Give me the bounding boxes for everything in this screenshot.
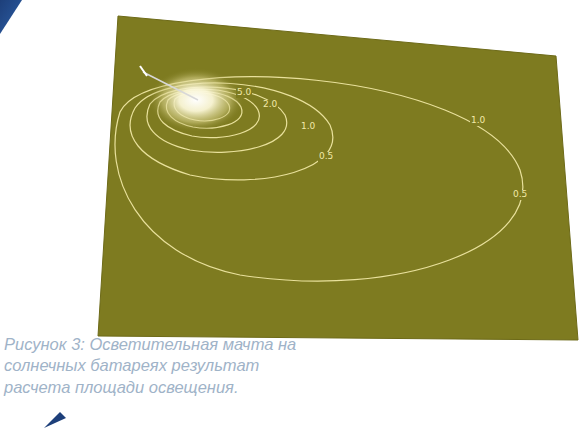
contour-value: 2.0 (262, 100, 278, 110)
corner-mark (44, 412, 66, 428)
light-spot (148, 68, 244, 132)
contour-value: 1.0 (300, 122, 316, 132)
corner-band (0, 0, 22, 34)
contour-value: 1.0 (470, 116, 486, 126)
contour-value: 5.0 (236, 88, 252, 98)
contour-value: 0.5 (318, 152, 334, 162)
contour-value: 0.5 (512, 190, 528, 200)
lighting-mast (140, 66, 198, 100)
ground-plane (98, 16, 578, 340)
figure-caption: Рисунок 3: Осветительная мачта на солнеч… (4, 334, 304, 398)
